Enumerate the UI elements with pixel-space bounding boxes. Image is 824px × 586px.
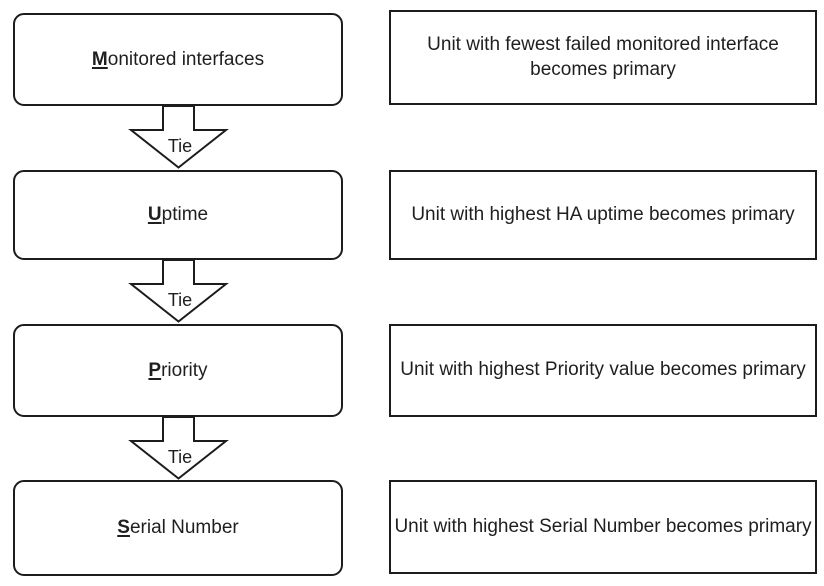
description-text-uptime: Unit with highest HA uptime becomes prim… [411,203,795,225]
step-label-first-letter: M [91,48,108,70]
step-label-text: riority [161,359,208,381]
description-text-monitored-interfaces: Unit with fewest failed monitored interf… [427,33,779,80]
description-box-uptime: Unit with highest HA uptime becomes prim… [389,170,817,260]
step-box-uptime: Uptime [13,170,343,260]
step-label-serial-number: Serial Number [117,517,238,539]
step-label-priority: Priority [148,360,207,382]
step-box-serial-number: Serial Number [13,480,343,576]
down-block-arrow-icon [128,105,229,169]
down-block-arrow-icon [128,259,229,323]
tie-arrow-1: Tie [128,105,229,169]
step-label-first-letter: P [148,359,162,381]
tie-arrow-label: Tie [168,136,192,156]
step-box-priority: Priority [13,324,343,417]
description-box-serial-number: Unit with highest Serial Number becomes … [389,480,817,574]
step-label-first-letter: U [147,204,162,225]
step-label-first-letter: S [117,517,130,538]
tie-arrow-3: Tie [128,416,229,480]
step-label-monitored-interfaces: Monitored interfaces [92,49,264,71]
tie-arrow-label: Tie [168,447,192,467]
down-block-arrow-icon [128,416,229,480]
step-label-uptime: Uptime [148,204,208,226]
description-text-serial-number: Unit with highest Serial Number becomes … [394,515,812,537]
description-box-priority: Unit with highest Priority value becomes… [389,324,817,417]
description-text-priority: Unit with highest Priority value becomes… [400,359,806,381]
step-box-monitored-interfaces: Monitored interfaces [13,13,343,106]
description-box-monitored-interfaces: Unit with fewest failed monitored interf… [389,10,817,105]
step-label-text: ptime [161,204,209,225]
tie-arrow-2: Tie [128,259,229,323]
tie-arrow-label: Tie [168,290,192,310]
step-label-text: erial Number [129,517,239,538]
step-label-text: onitored interfaces [107,48,265,70]
